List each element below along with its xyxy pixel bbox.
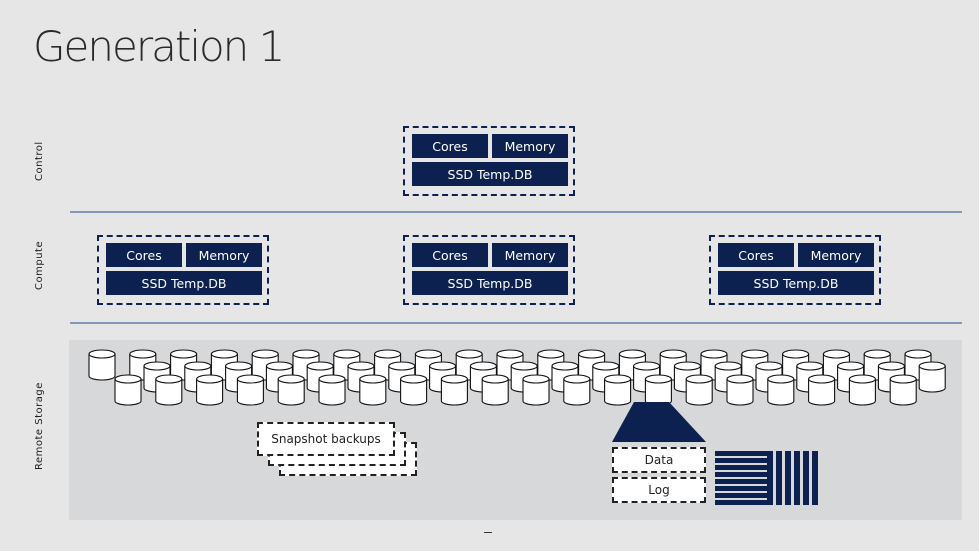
compute-node-2: Cores Memory SSD Temp.DB [403,235,575,305]
control-node: Cores Memory SSD Temp.DB [403,126,575,196]
table-stripe [715,500,767,505]
ssd-tempdb-block: SSD Temp.DB [106,271,262,295]
data-funnel [612,402,706,442]
table-stripe [715,458,767,463]
ssd-tempdb-block: SSD Temp.DB [412,162,568,186]
disk-icon [236,374,264,406]
table-stripe [715,486,767,491]
disk-icon [889,374,917,406]
disk-icon [88,349,116,381]
disk-icon [196,374,224,406]
page-marker [484,532,492,533]
disk-icon [522,374,550,406]
table-stripe [715,479,767,484]
table-column [803,451,809,505]
page-title: Generation 1 [33,22,285,71]
divider-compute-storage [70,322,962,324]
disk-icon [604,374,632,406]
storage-disk-array [88,349,946,505]
disk-icon [481,374,509,406]
compute-node-1: Cores Memory SSD Temp.DB [97,235,269,305]
disk-icon [440,374,468,406]
disk-icon [633,361,661,393]
disk-icon [767,374,795,406]
memory-block: Memory [492,134,568,158]
memory-block: Memory [186,243,262,267]
disk-icon [563,374,591,406]
disk-icon [685,374,713,406]
disk-icon [318,374,346,406]
table-stripe [715,451,767,456]
cores-block: Cores [412,243,488,267]
snapshot-backups-box: Snapshot backups [257,422,395,456]
cores-block: Cores [106,243,182,267]
disk-icon [277,374,305,406]
memory-block: Memory [798,243,874,267]
table-column [776,451,782,505]
table-column [785,451,791,505]
table-stripe [715,493,767,498]
divider-control-compute [70,211,962,213]
table-column [812,451,818,505]
table-stripe [715,465,767,470]
disk-icon [400,374,428,406]
compute-node-3: Cores Memory SSD Temp.DB [709,235,881,305]
data-box: Data [612,447,706,473]
row-label-control: Control [34,141,45,181]
disk-icon [359,374,387,406]
disk-icon [808,374,836,406]
disk-icon [918,361,946,393]
remote-storage-panel: Snapshot backups Data Log [69,340,962,520]
memory-block: Memory [492,243,568,267]
row-label-remote-storage: Remote Storage [34,382,45,470]
disk-icon [129,349,157,381]
cores-block: Cores [718,243,794,267]
disk-icon [848,374,876,406]
disk-icon [155,374,183,406]
row-label-compute: Compute [34,240,45,290]
ssd-tempdb-block: SSD Temp.DB [718,271,874,295]
table-column [767,451,773,505]
ssd-tempdb-block: SSD Temp.DB [412,271,568,295]
table-column [794,451,800,505]
disk-icon [726,374,754,406]
disk-icon [644,374,672,406]
cores-block: Cores [412,134,488,158]
disk-icon [170,349,198,381]
disk-icon [114,374,142,406]
table-stripe [715,472,767,477]
log-box: Log [612,477,706,503]
